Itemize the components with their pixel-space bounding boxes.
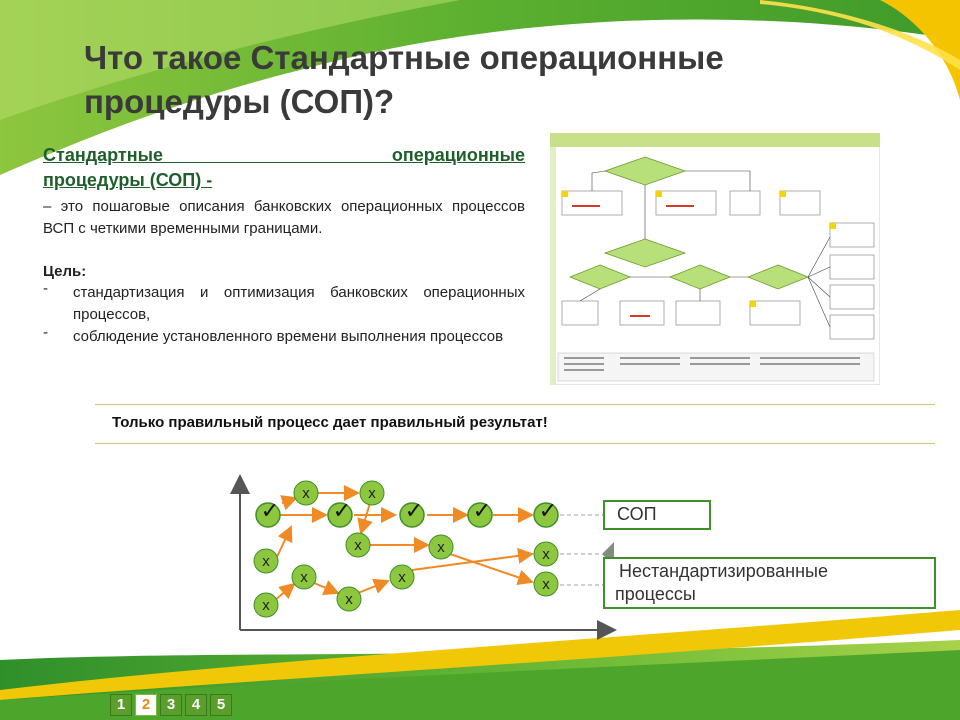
nav-page-2[interactable]: 2 [135, 694, 157, 716]
nonstandard-label-box: Нестандартизированные процессы [603, 557, 936, 609]
callout-banner: Только правильный процесс дает правильны… [95, 404, 935, 444]
node-mark: x [302, 485, 310, 502]
check-mark: ✓ [539, 499, 557, 524]
definition-heading-continued: процедуры (СОП) - [43, 170, 213, 190]
definition-heading: Стандартные операционные [43, 145, 525, 165]
node-mark: x [345, 591, 353, 608]
check-mark: ✓ [473, 499, 491, 524]
flowchart-screenshot [550, 133, 880, 385]
nav-page-4[interactable]: 4 [185, 694, 207, 716]
standard-checkpoints: ✓ ✓ ✓ ✓ ✓ [255, 499, 559, 528]
nonstandard-nodes: x x x x x x x x x x x [253, 480, 559, 618]
nav-page-3[interactable]: 3 [160, 694, 182, 716]
check-mark: ✓ [405, 499, 423, 524]
node-mark: x [542, 546, 550, 563]
node-mark: x [354, 537, 362, 554]
node-mark: x [368, 485, 376, 502]
goal-item: соблюдение установленного времени выполн… [43, 322, 525, 348]
node-mark: x [542, 576, 550, 593]
diagram-axes [230, 474, 617, 640]
slide-title: Что такое Стандартные операционные проце… [84, 39, 724, 120]
node-mark: x [437, 539, 445, 556]
sop-label-box: СОП [603, 500, 711, 530]
goal-item: стандартизация и оптимизация банковских … [43, 278, 525, 326]
nonstandard-label-continued: процессы [615, 584, 696, 604]
nonstandard-label: Нестандартизированные [619, 561, 828, 581]
slide-navigation: 1 2 3 4 5 [110, 694, 232, 716]
definition-block: Стандартные операционные процедуры (СОП)… [43, 142, 525, 348]
goal-list: стандартизация и оптимизация банковских … [43, 278, 525, 348]
callout-text: Только правильный процесс дает правильны… [112, 414, 548, 431]
node-mark: x [262, 553, 270, 570]
nav-page-5[interactable]: 5 [210, 694, 232, 716]
check-mark: ✓ [261, 499, 279, 524]
node-mark: x [398, 569, 406, 586]
definition-text: – это пошаговые описания банковских опер… [43, 198, 525, 237]
check-mark: ✓ [333, 499, 351, 524]
node-mark: x [300, 569, 308, 586]
nav-page-1[interactable]: 1 [110, 694, 132, 716]
node-mark: x [262, 597, 270, 614]
process-diagram: ✓ ✓ ✓ ✓ ✓ x x x x x x x x x x x [230, 474, 617, 640]
sop-label: СОП [617, 504, 657, 524]
goal-label: Цель: [43, 263, 87, 280]
